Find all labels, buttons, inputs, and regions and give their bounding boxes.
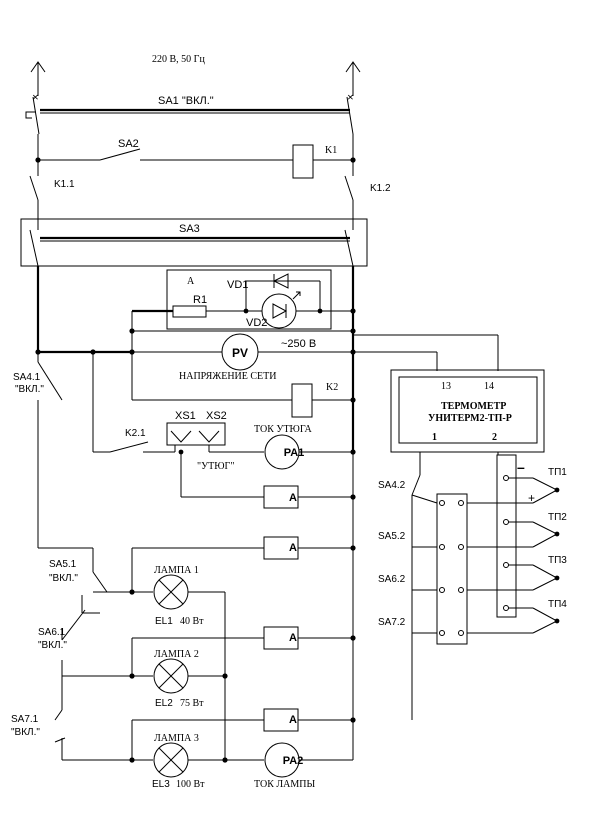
sa5-1-state: "ВКЛ." [49, 573, 78, 584]
sa4-2-label: SA4.2 [378, 480, 406, 491]
tp1-label: ТП1 [548, 467, 567, 478]
sa7-1-state: "ВКЛ." [11, 727, 40, 738]
thermometer-pin-1: 1 [432, 432, 437, 443]
svg-text:×: × [347, 90, 354, 104]
lamp-3-power: 100 Вт [176, 779, 205, 790]
k1-2-label: K1.2 [370, 183, 391, 194]
sa6-1-label: SA6.1 [38, 627, 66, 638]
pa2-symbol: PA2 [283, 755, 304, 767]
indicator-block-a: A R1 VD1 VD2 [129, 269, 356, 352]
sa1-label: SA1 "ВКЛ." [158, 95, 214, 107]
sa7-1-label: SA7.1 [11, 714, 39, 725]
switch-sa1: × × SA1 "ВКЛ." [25, 90, 354, 135]
k2-1-label: K2.1 [125, 428, 146, 439]
lamp-2-title: ЛАМПА 2 [154, 649, 199, 660]
block-a-label: A [187, 276, 195, 287]
sa6-1-state: "ВКЛ." [38, 640, 67, 651]
lamp-1-power: 40 Вт [180, 616, 204, 627]
voltmeter-circuit: PV ~250 В НАПРЯЖЕНИЕ СЕТИ [35, 333, 499, 382]
thermometer-pin-2: 2 [492, 432, 497, 443]
svg-text:×: × [32, 90, 39, 104]
ammeter-2-symbol: A [289, 542, 297, 554]
thermometer-pin-13: 13 [441, 381, 451, 392]
voltmeter-caption: НАПРЯЖЕНИЕ СЕТИ [179, 371, 277, 382]
thermocouple-switches: SA4.2 SA5.2 SA6.2 SA7.2 – + [378, 452, 567, 720]
sa6-2-label: SA6.2 [378, 574, 406, 585]
thermometer-title-2: УНИТЕРМ2-ТП-Р [428, 413, 512, 424]
sa2-label: SA2 [118, 138, 139, 150]
sa4-1-state: "ВКЛ." [15, 384, 44, 395]
xs1-label: XS1 [175, 410, 196, 422]
vd1-label: VD1 [227, 279, 248, 291]
thermometer-unit: 13 14 ТЕРМОМЕТР УНИТЕРМ2-ТП-Р 1 2 [390, 369, 545, 453]
thermometer-title-1: ТЕРМОМЕТР [441, 401, 506, 412]
iron-meter-caption: ТОК УТЮГА [254, 424, 313, 435]
lamp-2-power: 75 Вт [180, 698, 204, 709]
power-supply: 220 В, 50 Гц [30, 54, 361, 96]
lamp-switches: SA4.1 "ВКЛ." SA5.1 "ВКЛ." SA6.1 "ВКЛ." S… [11, 361, 108, 760]
sa4-1-label: SA4.1 [13, 372, 41, 383]
ammeter-4-symbol: A [289, 714, 297, 726]
sa3-label: SA3 [179, 223, 200, 235]
xs2-label: XS2 [206, 410, 227, 422]
lamp-1-name: EL1 [155, 616, 173, 627]
lamp-3-title: ЛАМПА 3 [154, 733, 199, 744]
voltmeter-value: ~250 В [281, 338, 316, 350]
k1-coil-label: K1 [325, 145, 337, 156]
socket-name: "УТЮГ" [197, 461, 234, 472]
pa1-symbol: PA1 [284, 447, 305, 459]
thermometer-pin-14: 14 [484, 381, 494, 392]
sa5-1-label: SA5.1 [49, 559, 77, 570]
vd2-label: VD2 [246, 317, 267, 329]
lamp-2-name: EL2 [155, 698, 173, 709]
tp3-label: ТП3 [548, 555, 567, 566]
k1-contacts: K1.1 K1.2 [29, 175, 391, 230]
supply-label: 220 В, 50 Гц [152, 54, 205, 65]
k1-1-label: K1.1 [54, 179, 75, 190]
r1-label: R1 [193, 294, 207, 306]
k2-coil-label: K2 [326, 382, 338, 393]
lamp-1-title: ЛАМПА 1 [154, 565, 199, 576]
tp4-label: ТП4 [548, 599, 567, 610]
ammeter-1-symbol: A [289, 492, 297, 504]
switch-sa3: SA3 [20, 218, 368, 267]
tp2-label: ТП2 [548, 512, 567, 523]
iron-circuit: K2.1 K2 XS1 XS2 "УТЮГ" PA1 ТОК УТЮГА A [92, 352, 356, 509]
sa7-2-label: SA7.2 [378, 617, 406, 628]
sa5-2-label: SA5.2 [378, 531, 406, 542]
sa2-k1-circuit: SA2 K1 [35, 134, 356, 179]
ammeter-3-symbol: A [289, 632, 297, 644]
lamp-2-circuit: A ЛАМПА 2 EL2 75 Вт [82, 626, 356, 709]
lamp-3-name: EL3 [152, 779, 170, 790]
minus-sign: – [517, 459, 525, 475]
lamp-meter-caption: ТОК ЛАМПЫ [254, 779, 315, 790]
pv-symbol: PV [232, 346, 248, 360]
plus-sign: + [528, 491, 535, 505]
lamp-3-circuit: A ЛАМПА 3 EL3 100 Вт PA2 ТОК ЛАМПЫ [62, 708, 356, 790]
